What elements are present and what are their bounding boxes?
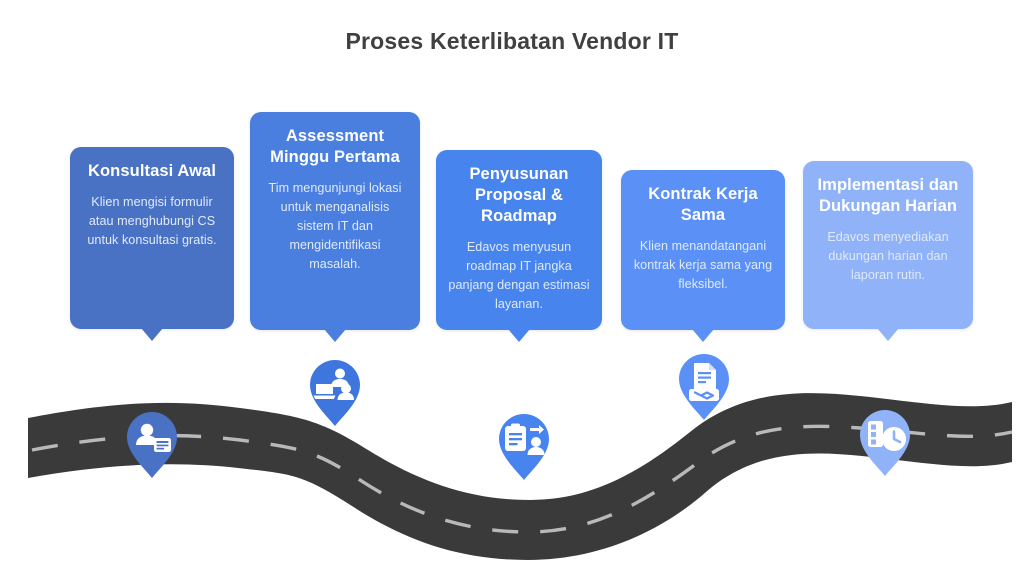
- step-card-2-tail: [324, 329, 346, 342]
- step-card-5-tail: [877, 328, 899, 341]
- step-card-1[interactable]: Konsultasi Awal Klien mengisi formulir a…: [70, 147, 234, 341]
- step-card-1-body: Klien mengisi formulir atau menghubungi …: [87, 195, 217, 247]
- contract-handshake-icon: [689, 363, 719, 401]
- step-card-5-body: Edavos menyediakan dukungan harian dan l…: [827, 230, 949, 282]
- step-pin-2[interactable]: [307, 358, 363, 428]
- step-card-5[interactable]: Implementasi dan Dukungan Harian Edavos …: [803, 161, 973, 341]
- step-card-1-title: Konsultasi Awal: [87, 162, 217, 180]
- checklist-clock-icon: [868, 421, 906, 451]
- step-card-3[interactable]: Penyusunan Proposal & Roadmap Edavos men…: [436, 150, 602, 342]
- step-card-2[interactable]: Assessment Minggu Pertama Tim mengunjung…: [250, 112, 420, 342]
- step-pin-4[interactable]: [676, 352, 732, 422]
- clipboard-person-icon: [505, 423, 545, 455]
- step-pin-3[interactable]: [496, 412, 552, 482]
- pin-shape: [310, 360, 360, 426]
- step-card-4[interactable]: Kontrak Kerja Sama Klien menandatangani …: [621, 170, 785, 342]
- team-laptop-icon: [313, 368, 354, 400]
- step-card-4-tail: [692, 329, 714, 342]
- step-card-4-title: Kontrak Kerja Sama: [648, 185, 758, 225]
- step-card-2-body: Tim mengunjungi lokasi untuk menganalisi…: [268, 181, 402, 271]
- step-card-3-body: Edavos menyusun roadmap IT jangka panjan…: [448, 240, 590, 311]
- step-card-3-title: Penyusunan Proposal & Roadmap: [469, 165, 569, 226]
- step-card-5-title: Implementasi dan Dukungan Harian: [817, 176, 959, 216]
- step-card-3-tail: [508, 329, 530, 342]
- user-form-icon: [136, 423, 171, 452]
- step-card-4-body: Klien menandatangani kontrak kerja sama …: [633, 239, 773, 291]
- step-card-1-tail: [141, 328, 163, 341]
- step-pin-5[interactable]: [857, 408, 913, 478]
- page-title: Proses Keterlibatan Vendor IT: [345, 28, 679, 54]
- step-pin-1[interactable]: [124, 410, 180, 480]
- step-card-2-title: Assessment Minggu Pertama: [270, 127, 400, 167]
